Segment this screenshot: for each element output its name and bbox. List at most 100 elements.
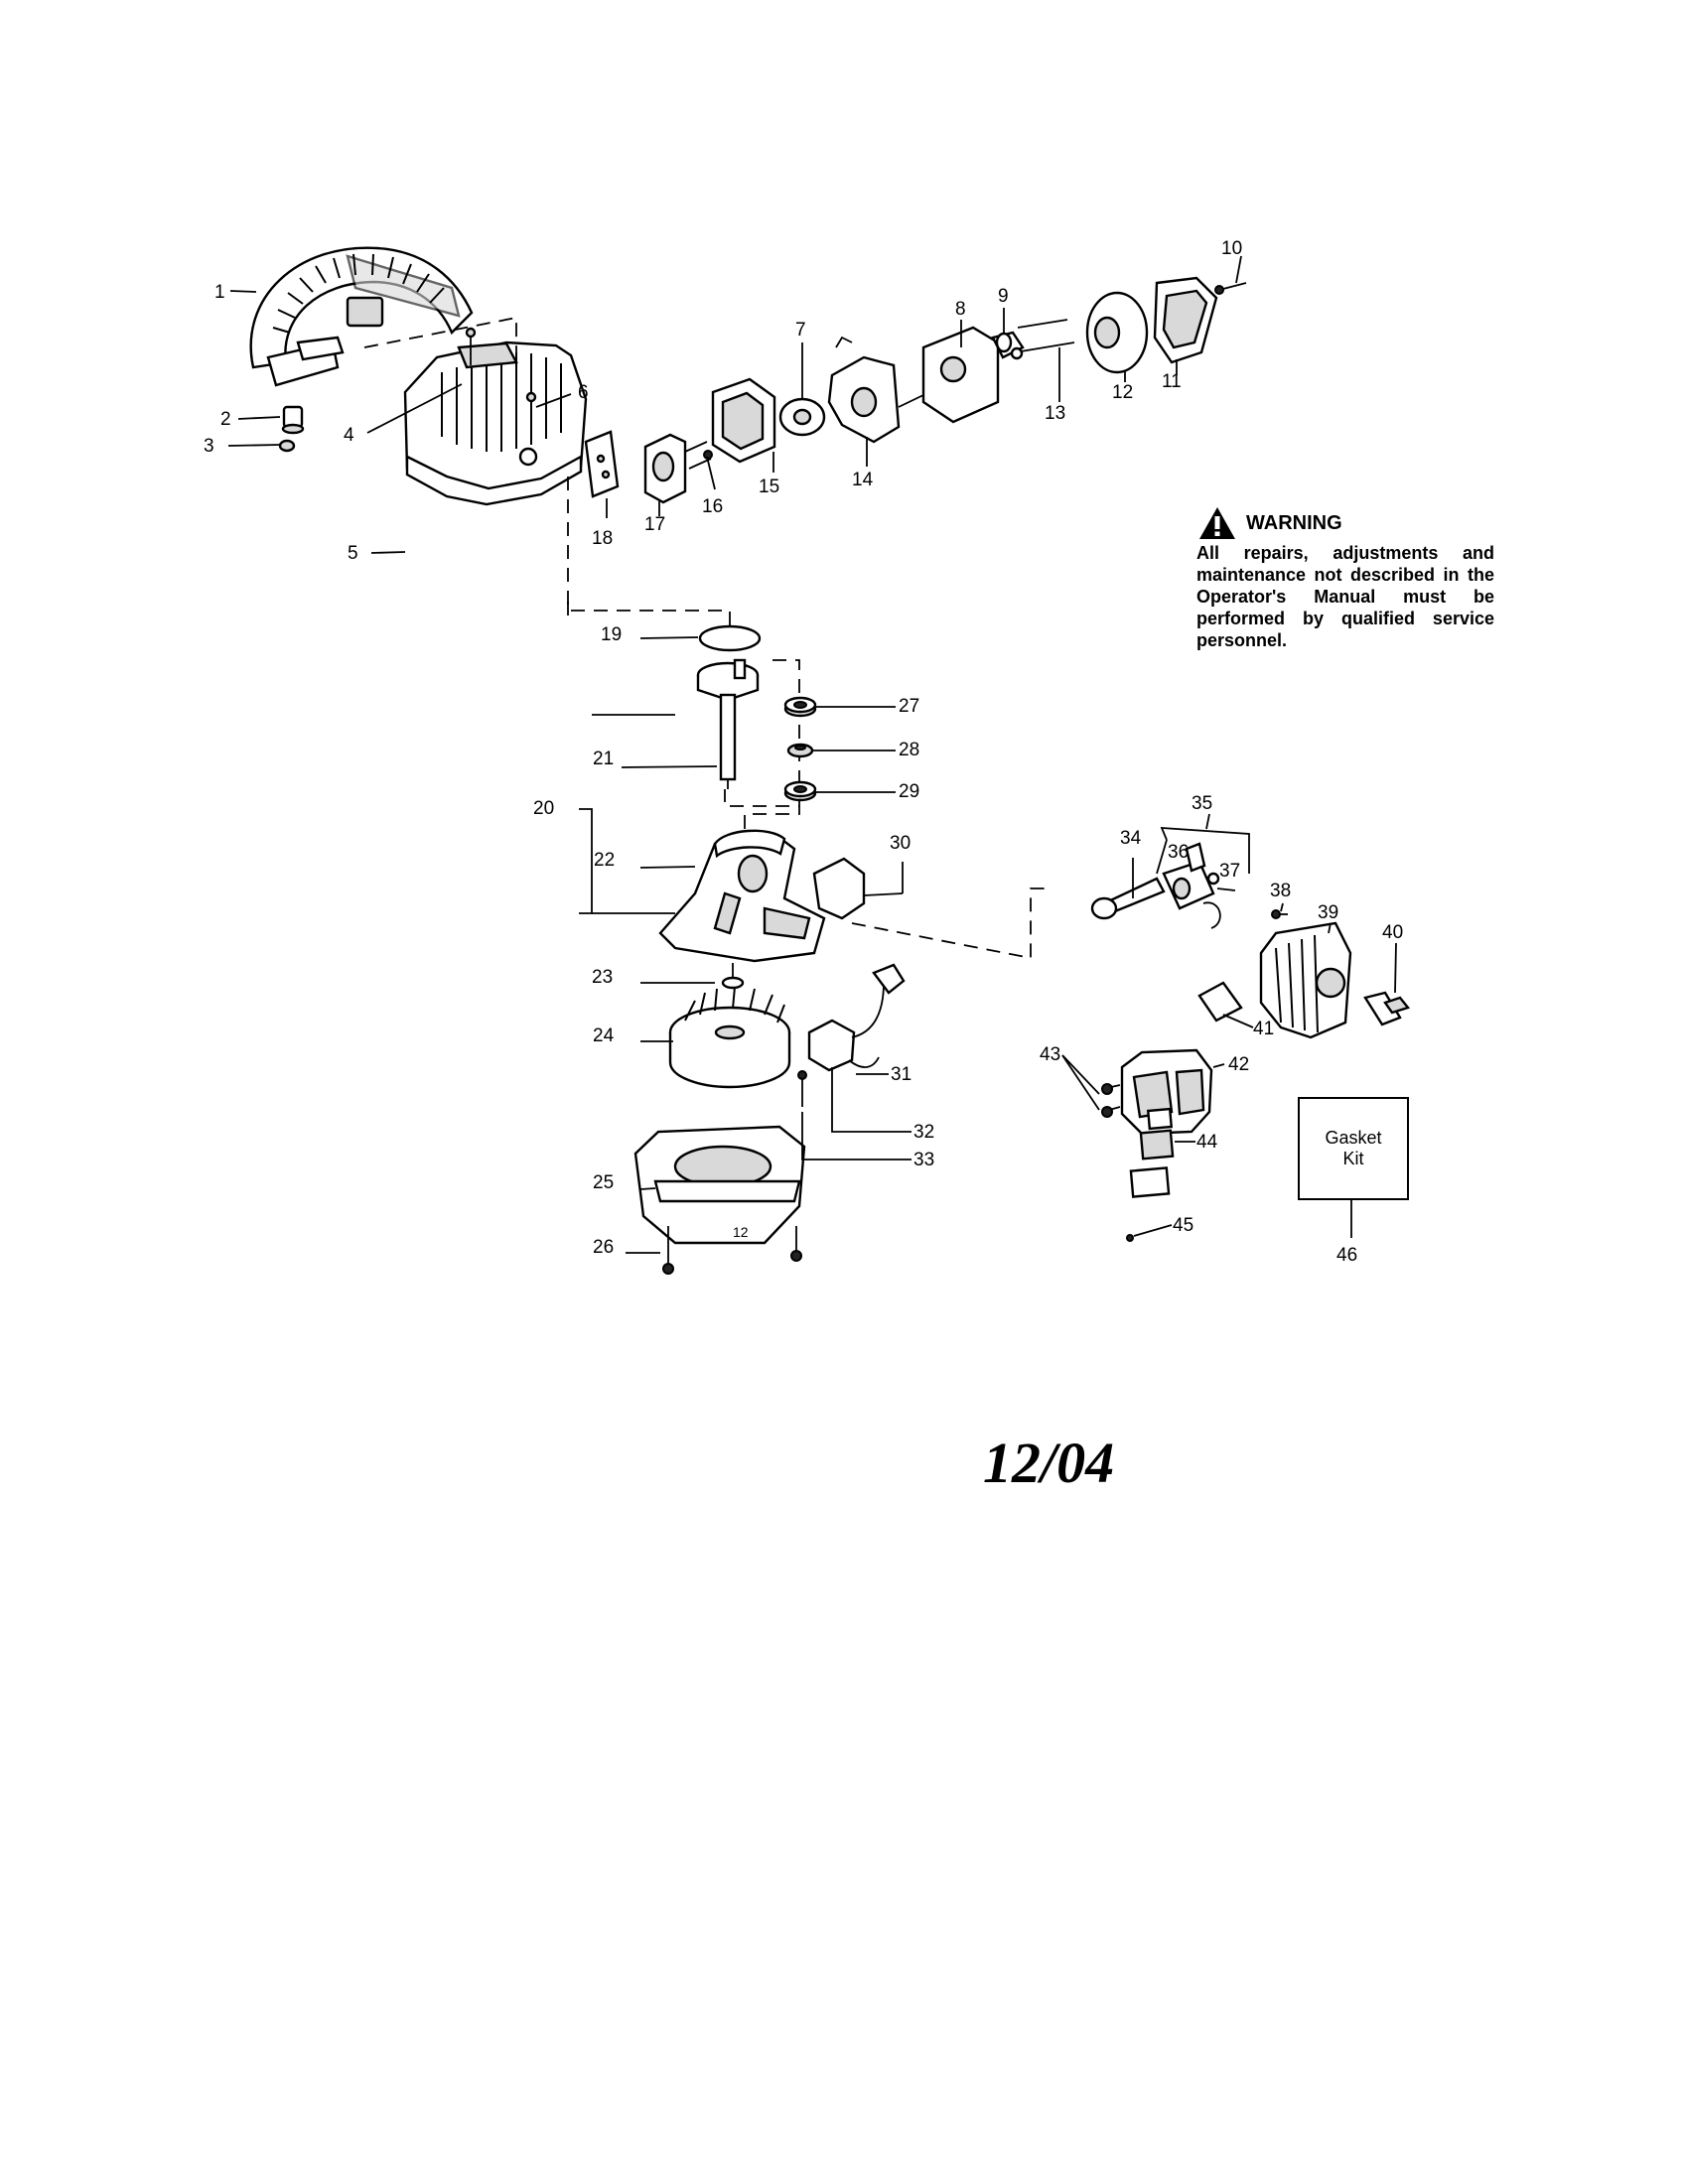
callout-40: 40 bbox=[1382, 922, 1403, 943]
part-screw-16 bbox=[684, 441, 713, 470]
gasket-kit-box: Gasket Kit bbox=[1298, 1097, 1409, 1200]
part-filter-cover-11 bbox=[1153, 276, 1218, 364]
part-carburetor-14 bbox=[827, 336, 932, 444]
callout-18: 18 bbox=[592, 528, 613, 549]
callout-14: 14 bbox=[852, 470, 874, 490]
callout-31: 31 bbox=[891, 1064, 912, 1085]
part-muffler-42 bbox=[1120, 1048, 1213, 1136]
part-gasket-7 bbox=[778, 397, 826, 437]
gasket-kit-line1: Gasket bbox=[1325, 1128, 1382, 1148]
part-adapter-17 bbox=[643, 433, 687, 504]
part-bolts-13 bbox=[1010, 319, 1075, 360]
part-screw-33 bbox=[797, 1070, 807, 1107]
part-piston bbox=[1162, 860, 1215, 910]
part-seal-19 bbox=[698, 624, 762, 652]
callout-33: 33 bbox=[913, 1150, 934, 1170]
callout-20: 20 bbox=[533, 798, 554, 819]
part-washer-9 bbox=[995, 332, 1013, 353]
callout-10: 10 bbox=[1221, 238, 1242, 259]
part-screen-44 bbox=[1129, 1107, 1175, 1198]
part-grommet bbox=[281, 405, 305, 435]
callout-8: 8 bbox=[955, 299, 966, 320]
callout-25: 25 bbox=[593, 1172, 614, 1193]
part-connecting-rod-34 bbox=[1090, 877, 1166, 920]
part-gasket-30 bbox=[812, 857, 866, 920]
callout-26: 26 bbox=[593, 1237, 614, 1258]
callout-35: 35 bbox=[1192, 793, 1212, 814]
callout-19: 19 bbox=[601, 624, 622, 645]
callout-30: 30 bbox=[890, 833, 911, 854]
part-cylinder-39 bbox=[1259, 921, 1352, 1039]
part-nut bbox=[278, 439, 296, 453]
part-bearing-27 bbox=[783, 696, 817, 718]
part-screw-10 bbox=[1214, 282, 1247, 295]
part-clip-23 bbox=[721, 976, 745, 990]
part-bearing-29 bbox=[783, 780, 817, 802]
warning-notice: WARNING All repairs, adjustments and mai… bbox=[1196, 506, 1494, 651]
part-spark-plug-40 bbox=[1363, 991, 1411, 1026]
callout-41: 41 bbox=[1253, 1019, 1274, 1039]
part-seal-28 bbox=[786, 743, 814, 758]
callout-38: 38 bbox=[1270, 881, 1291, 901]
callout-24: 24 bbox=[593, 1025, 615, 1046]
callout-32: 32 bbox=[913, 1122, 934, 1143]
date-stamp: 12/04 bbox=[983, 1431, 1115, 1495]
callout-22: 22 bbox=[594, 850, 615, 871]
part-crankcase-22 bbox=[658, 829, 826, 963]
callout-42: 42 bbox=[1228, 1054, 1249, 1075]
callout-4: 4 bbox=[344, 425, 354, 446]
part-gasket-41 bbox=[1197, 981, 1243, 1023]
callout-39: 39 bbox=[1318, 902, 1338, 923]
callout-11: 11 bbox=[1162, 371, 1182, 392]
leader-lines bbox=[227, 255, 1397, 1254]
part-screws-26 bbox=[662, 1226, 802, 1275]
callout-5: 5 bbox=[348, 543, 358, 564]
callout-29: 29 bbox=[899, 781, 919, 802]
part-flywheel-24 bbox=[668, 986, 791, 1089]
part-screw-45 bbox=[1126, 1234, 1134, 1242]
callout-36: 36 bbox=[1168, 842, 1189, 863]
part-gasket-18 bbox=[584, 430, 620, 498]
callout-46: 46 bbox=[1336, 1245, 1357, 1266]
callout-45: 45 bbox=[1173, 1215, 1193, 1236]
part-ignition-module-31 bbox=[807, 963, 906, 1072]
warning-text: All repairs, adjustments and maintenance… bbox=[1196, 543, 1494, 650]
part-screw-6 bbox=[525, 391, 537, 425]
callout-37: 37 bbox=[1219, 861, 1240, 882]
callout-17: 17 bbox=[644, 514, 665, 535]
part-retainer-37 bbox=[1206, 872, 1220, 886]
part-shroud bbox=[249, 246, 474, 387]
callout-13: 13 bbox=[1045, 403, 1065, 424]
flywheel-mark: 12 bbox=[733, 1224, 749, 1240]
part-crankshaft-21 bbox=[696, 658, 760, 789]
callout-1: 1 bbox=[214, 282, 225, 303]
callout-16: 16 bbox=[702, 496, 723, 517]
callout-3: 3 bbox=[204, 436, 214, 457]
warning-triangle-icon bbox=[1199, 507, 1235, 539]
callout-2: 2 bbox=[220, 409, 231, 430]
part-cylinder-cover bbox=[403, 341, 588, 506]
callout-23: 23 bbox=[592, 967, 613, 988]
part-screws-43 bbox=[1101, 1083, 1121, 1118]
callout-labels: 1 2 3 4 5 6 7 8 9 10 11 12 13 14 15 16 1… bbox=[204, 238, 1403, 1266]
part-pin-36 bbox=[1185, 842, 1206, 873]
part-screw-38 bbox=[1271, 909, 1288, 919]
callout-12: 12 bbox=[1112, 382, 1133, 403]
callout-27: 27 bbox=[899, 696, 919, 717]
warning-title: WARNING bbox=[1246, 511, 1342, 534]
callout-28: 28 bbox=[899, 740, 919, 760]
callout-9: 9 bbox=[998, 286, 1009, 307]
part-air-filter-12 bbox=[1085, 291, 1149, 374]
callout-6: 6 bbox=[578, 382, 589, 403]
callout-44: 44 bbox=[1196, 1132, 1218, 1153]
part-fan-housing-25: 12 bbox=[633, 1125, 806, 1245]
callout-34: 34 bbox=[1120, 828, 1142, 849]
callout-43: 43 bbox=[1040, 1044, 1060, 1065]
callout-7: 7 bbox=[795, 320, 806, 341]
callout-15: 15 bbox=[759, 477, 779, 497]
part-spacer-15 bbox=[711, 377, 776, 464]
callout-21: 21 bbox=[593, 749, 614, 769]
part-ring bbox=[1202, 901, 1221, 929]
part-screw-4 bbox=[465, 327, 477, 365]
